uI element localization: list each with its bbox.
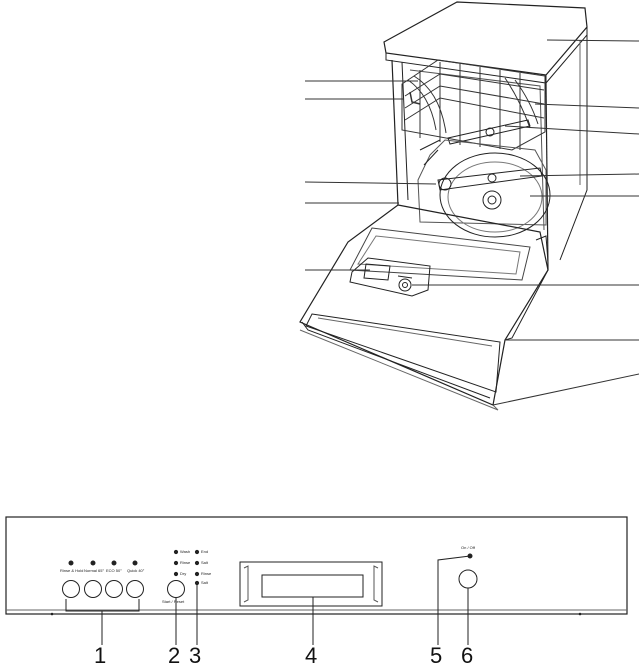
- option-label-3: Rinse: [201, 571, 212, 576]
- callout-4: 4: [305, 643, 318, 668]
- open-door: [299, 204, 549, 411]
- right-leader-lines: [412, 39, 639, 406]
- program-label-4: Quick 40°: [127, 568, 145, 573]
- callout-6: 6: [461, 643, 474, 668]
- control-panel: [5, 516, 628, 616]
- callout-2: 2: [168, 643, 181, 668]
- power-label: On / Off: [461, 545, 475, 550]
- indicator-label-4: Salt: [201, 580, 208, 585]
- start-section: [167, 549, 200, 645]
- power-section: [437, 553, 478, 645]
- indicator-label-1: Wash: [180, 549, 191, 554]
- callout-5: 5: [430, 643, 443, 668]
- tub-floor: [417, 139, 551, 238]
- program-label-3: ECO 50°: [106, 568, 122, 573]
- program-label-1: Rinse & Hold: [60, 568, 84, 573]
- program-buttons: [62, 560, 144, 645]
- start-label: Start / Reset: [162, 599, 185, 604]
- option-label-1: End: [201, 549, 209, 554]
- upper-basket: [401, 59, 546, 151]
- dishwasher-body: [383, 1, 588, 271]
- callout-1: 1: [94, 643, 107, 668]
- upper-spray-arm: [447, 119, 531, 145]
- detergent-dispenser: [349, 257, 431, 297]
- door-handle: [239, 561, 383, 645]
- option-label-2: Salt: [201, 560, 208, 565]
- callout-3: 3: [189, 643, 202, 668]
- program-label-2: Normal 65°: [84, 568, 105, 573]
- left-leader-lines: [304, 80, 437, 271]
- indicator-label-3: Dry: [180, 571, 187, 576]
- indicator-label-2: Rinse: [180, 560, 191, 565]
